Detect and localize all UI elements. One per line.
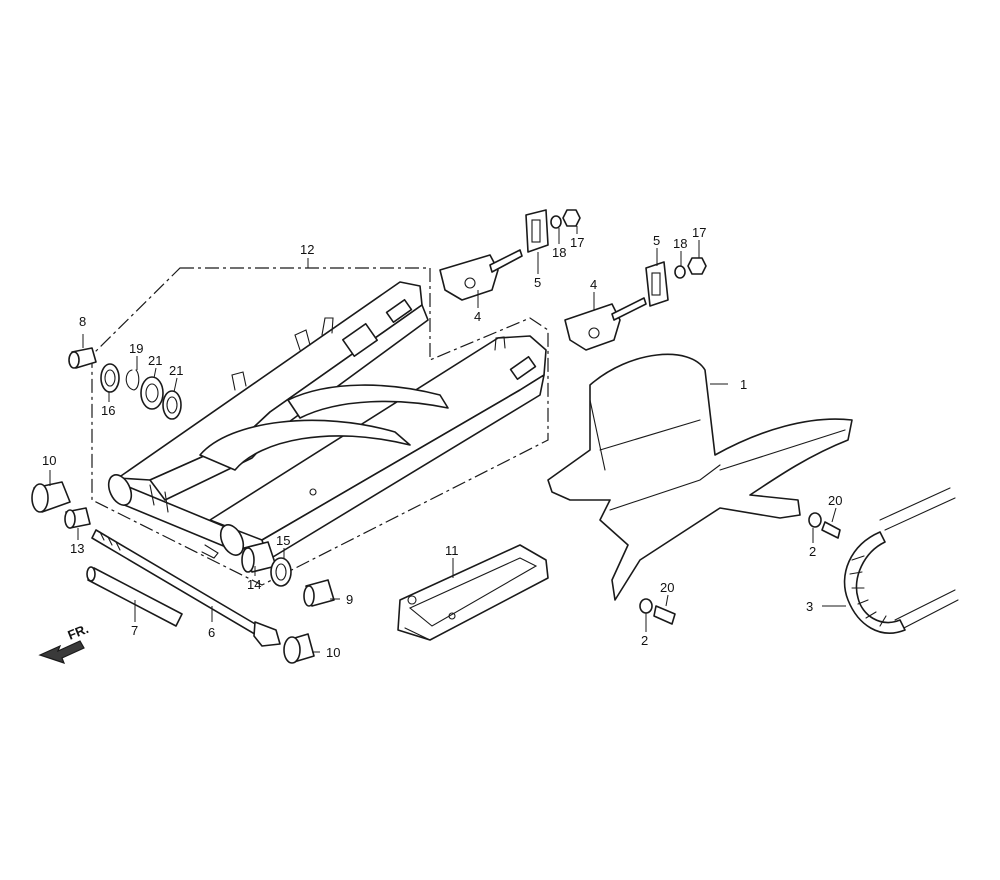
dust-seal-15	[270, 557, 292, 587]
callout-20a: 20	[828, 493, 842, 508]
callout-10b: 10	[326, 645, 340, 660]
callout-13: 13	[70, 541, 84, 556]
callout-12: 12	[300, 242, 314, 257]
callout-21b: 21	[169, 363, 183, 378]
callout-2b: 2	[641, 633, 648, 648]
callout-18a: 18	[552, 245, 566, 260]
callout-18b: 18	[673, 236, 687, 251]
front-direction-arrow-icon	[38, 640, 85, 664]
leader-lines	[49, 226, 846, 653]
adjuster-plate-5a	[525, 209, 549, 253]
front-direction-label: FR.	[66, 621, 91, 643]
chain-adjuster-4a	[439, 249, 523, 301]
callout-15: 15	[276, 533, 290, 548]
callout-20b: 20	[660, 580, 674, 595]
collar-8	[68, 347, 97, 369]
chain-adjuster-4b	[564, 297, 647, 351]
collar-2b	[639, 598, 653, 614]
bearing-21a	[140, 376, 164, 410]
collar-9	[303, 579, 335, 607]
callout-11: 11	[445, 543, 459, 558]
callout-17a: 17	[570, 235, 584, 250]
circlip-19	[125, 369, 140, 391]
bushing-13	[64, 507, 91, 529]
collar-2a	[808, 512, 822, 528]
callout-6: 6	[208, 625, 215, 640]
drive-chain-3	[843, 487, 959, 634]
bolt-20b	[653, 605, 676, 625]
callout-3: 3	[806, 599, 813, 614]
callout-10a: 10	[42, 453, 56, 468]
callout-9: 9	[346, 592, 353, 607]
oil-seal-16	[100, 363, 120, 393]
callout-5b: 5	[653, 233, 660, 248]
callout-4b: 4	[590, 277, 597, 292]
washer-18b	[674, 265, 686, 279]
callout-19: 19	[129, 341, 143, 356]
callout-5a: 5	[534, 275, 541, 290]
callout-21a: 21	[148, 353, 162, 368]
pivot-cap-10a	[31, 481, 71, 513]
adjuster-plate-5b	[645, 261, 669, 307]
nut-17a	[562, 209, 581, 227]
washer-18a	[550, 215, 562, 229]
pivot-bolt-6	[91, 529, 281, 647]
callout-7: 7	[131, 623, 138, 638]
pivot-cap-10b	[283, 633, 315, 664]
chain-slider-11	[397, 544, 549, 641]
callout-14: 14	[247, 577, 261, 592]
pivot-collar-7	[86, 566, 183, 627]
callout-16: 16	[101, 403, 115, 418]
nut-17b	[687, 257, 707, 275]
bolt-20a	[821, 521, 841, 539]
bearing-21b	[162, 390, 182, 420]
callout-17b: 17	[692, 225, 706, 240]
callout-4a: 4	[474, 309, 481, 324]
callout-8: 8	[79, 314, 86, 329]
callout-2a: 2	[809, 544, 816, 559]
callout-1: 1	[740, 377, 747, 392]
swingarm-assembly-boundary	[91, 267, 549, 586]
rear-hugger-1	[547, 353, 853, 601]
swingarm	[107, 281, 547, 561]
